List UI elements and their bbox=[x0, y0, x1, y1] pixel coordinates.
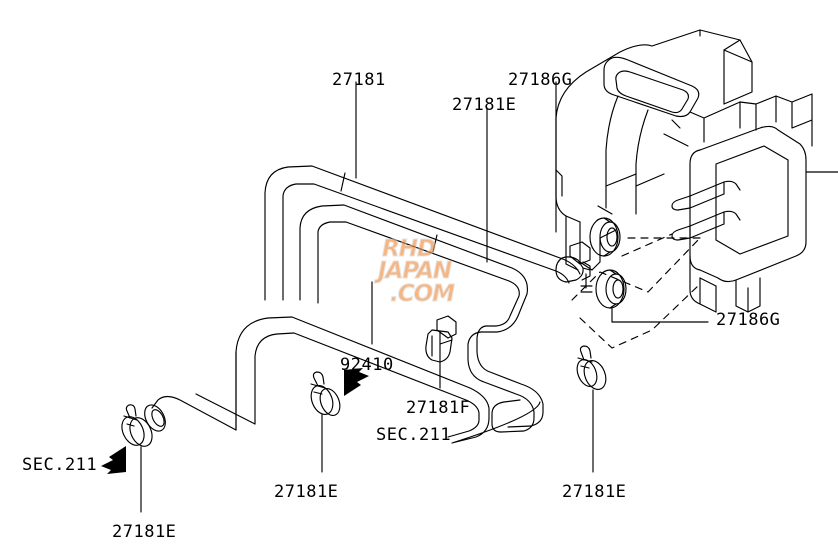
firewall-dashed-outline bbox=[571, 233, 701, 349]
reference-sec211-left: SEC.211 bbox=[22, 455, 98, 475]
grommet-27186g-upper bbox=[589, 217, 621, 257]
part-number-27181e-left: 27181E bbox=[112, 522, 177, 542]
grommet-27186g-lower bbox=[595, 269, 627, 309]
hose-92410-right-end bbox=[447, 387, 541, 444]
leader-lines bbox=[140, 81, 709, 513]
part-number-27181e-right: 27181E bbox=[562, 482, 627, 502]
hose-92410-left-end bbox=[144, 393, 256, 432]
arrow-sec211-left bbox=[101, 446, 126, 474]
hose-92410 bbox=[235, 316, 471, 431]
hose-lower-right-end bbox=[467, 351, 544, 433]
part-number-27181f: 27181F bbox=[406, 398, 471, 418]
clip-27181f bbox=[425, 315, 457, 363]
hose-middle bbox=[299, 204, 513, 304]
arrow-sec211-middle bbox=[344, 368, 369, 396]
clip-assembly-firewall bbox=[555, 241, 593, 293]
part-number-27181e-middle: 27181E bbox=[274, 482, 339, 502]
clamp-27181e-left bbox=[121, 404, 153, 447]
part-number-27186g-right: 27186G bbox=[716, 310, 781, 330]
hose-middle-right-end bbox=[467, 267, 528, 361]
part-number-27181e-top: 27181E bbox=[452, 95, 517, 115]
heater-unit bbox=[555, 29, 813, 313]
clamp-27181e-middle bbox=[310, 371, 341, 416]
clamp-27181e-right bbox=[576, 345, 607, 390]
part-number-27181: 27181 bbox=[332, 70, 386, 90]
hose-27181 bbox=[264, 165, 561, 301]
reference-sec211-middle: SEC.211 bbox=[376, 425, 452, 445]
part-number-92410: 92410 bbox=[340, 355, 394, 375]
part-number-27186g-top: 27186G bbox=[508, 70, 573, 90]
